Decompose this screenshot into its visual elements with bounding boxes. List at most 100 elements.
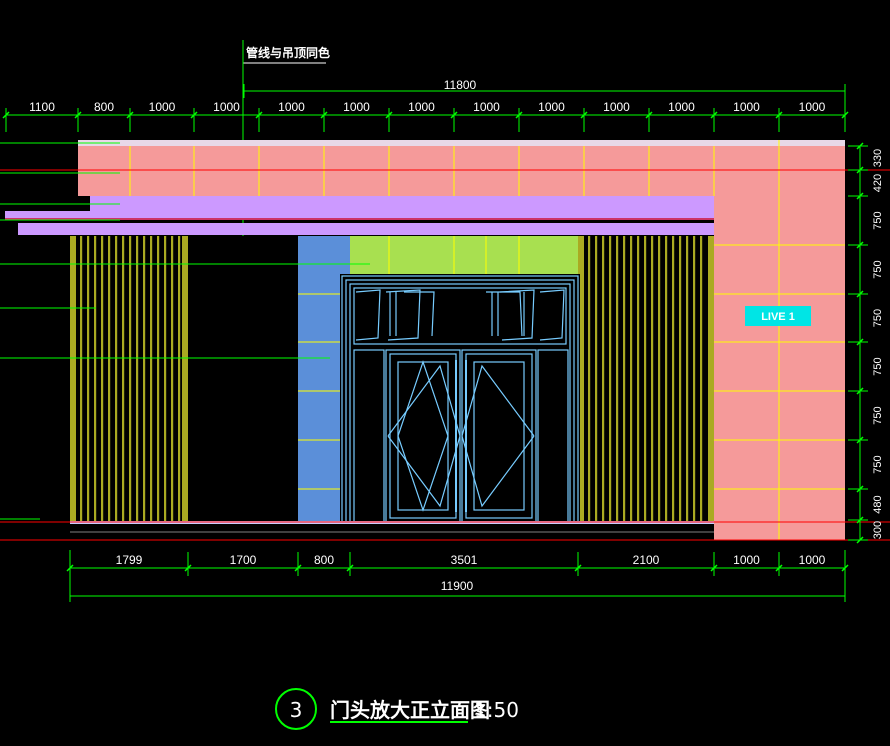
index-circle xyxy=(275,688,317,730)
note-label: 管线与吊顶同色 xyxy=(246,45,330,60)
louver-left xyxy=(70,236,188,522)
dim-right-slash xyxy=(856,516,864,524)
louver-slat xyxy=(80,236,83,522)
louver-slat xyxy=(143,236,146,522)
dim-top-segment: 1000 xyxy=(149,100,176,114)
dim-top-segment: 1000 xyxy=(408,100,435,114)
louver-slat xyxy=(164,236,167,522)
dim-bottom-slash xyxy=(775,564,783,572)
dim-top-segment: 1000 xyxy=(603,100,630,114)
louver-slat xyxy=(87,236,90,522)
dim-right-slash xyxy=(856,290,864,298)
dim-top-slash xyxy=(2,111,10,119)
louver-right xyxy=(578,236,714,522)
louver-slat xyxy=(672,236,675,522)
dim-right-segment: 750 xyxy=(872,406,884,424)
louver-post xyxy=(708,236,714,522)
dim-right-slash xyxy=(856,166,864,174)
dim-top-slash xyxy=(190,111,198,119)
dim-right-slash xyxy=(856,338,864,346)
dim-top-slash xyxy=(515,111,523,119)
index-number: 3 xyxy=(290,698,303,722)
dim-top-segment: 1000 xyxy=(733,100,760,114)
louver-post xyxy=(70,236,76,522)
louver-slat xyxy=(700,236,703,522)
dim-top-segment: 1000 xyxy=(538,100,565,114)
tower-grid xyxy=(714,140,845,540)
dim-top-slash xyxy=(255,111,263,119)
dim-top-slash xyxy=(645,111,653,119)
louver-slat xyxy=(108,236,111,522)
louver-slat xyxy=(136,236,139,522)
dim-top-segment: 1000 xyxy=(473,100,500,114)
dim-right-segment: 330 xyxy=(872,149,884,167)
louver-slat xyxy=(658,236,661,522)
dim-bottom-segment: 1000 xyxy=(799,553,826,567)
dim-right-slash xyxy=(856,485,864,493)
dim-right-segment: 480 xyxy=(872,495,884,513)
dim-top-slash xyxy=(450,111,458,119)
dim-top-slash xyxy=(710,111,718,119)
louver-slat xyxy=(637,236,640,522)
dim-bottom-slash xyxy=(841,564,849,572)
dim-right-slash xyxy=(856,436,864,444)
louver-slat xyxy=(157,236,160,522)
dim-bottom-segment: 1000 xyxy=(733,553,760,567)
title-block: 3 门头放大正立面图 1:50 xyxy=(275,688,519,730)
louver-slat xyxy=(101,236,104,522)
dim-bottom-segment: 3501 xyxy=(451,553,478,567)
drawing-title: 门头放大正立面图 xyxy=(330,698,490,722)
sign-plate xyxy=(745,306,811,326)
dim-top-slash xyxy=(841,111,849,119)
louver-slat xyxy=(665,236,668,522)
fascia-cap xyxy=(78,140,845,148)
dim-top-slash xyxy=(126,111,134,119)
dim-bottom-segment: 1700 xyxy=(230,553,257,567)
dim-bottom-slash xyxy=(574,564,582,572)
louver-post xyxy=(182,236,188,522)
dim-bottom-overall: 11900 xyxy=(441,579,474,593)
louver-slat xyxy=(623,236,626,522)
dim-right-segment: 300 xyxy=(872,521,884,539)
louver-slat xyxy=(616,236,619,522)
door-assembly xyxy=(340,274,580,523)
dim-right-segment: 750 xyxy=(872,260,884,278)
louver-slat xyxy=(686,236,689,522)
canopy-band-lower xyxy=(18,223,714,235)
canopy-band-upper xyxy=(90,196,714,211)
louver-slat xyxy=(609,236,612,522)
louver-slat xyxy=(588,236,591,522)
louver-slat xyxy=(595,236,598,522)
dim-bottom-segment: 800 xyxy=(314,553,334,567)
louver-slat xyxy=(115,236,118,522)
dim-top-segment: 800 xyxy=(94,100,114,114)
dim-right-slash xyxy=(856,241,864,249)
dim-top-slash xyxy=(74,111,82,119)
louver-slat xyxy=(679,236,682,522)
drawing-scale: 1:50 xyxy=(474,698,519,722)
dim-right-segment: 750 xyxy=(872,455,884,473)
dim-bottom-slash xyxy=(294,564,302,572)
dim-top-slash xyxy=(320,111,328,119)
louver-slat xyxy=(171,236,174,522)
left-leaders xyxy=(0,142,370,520)
louver-slat xyxy=(644,236,647,522)
dim-right-segment: 750 xyxy=(872,357,884,375)
dim-top-segment: 1000 xyxy=(278,100,305,114)
dim-bottom-slash xyxy=(184,564,192,572)
louver-slat xyxy=(129,236,132,522)
dim-bottom-slash xyxy=(66,564,74,572)
dim-right-slash xyxy=(856,387,864,395)
louver-slat xyxy=(94,236,97,522)
louver-slat xyxy=(122,236,125,522)
dim-right-slash xyxy=(856,536,864,544)
dim-bottom-slash xyxy=(710,564,718,572)
fascia-panel xyxy=(78,146,845,196)
sign-text: LIVE 1 xyxy=(761,311,795,323)
dim-right-slash xyxy=(856,142,864,150)
dim-top-slash xyxy=(385,111,393,119)
